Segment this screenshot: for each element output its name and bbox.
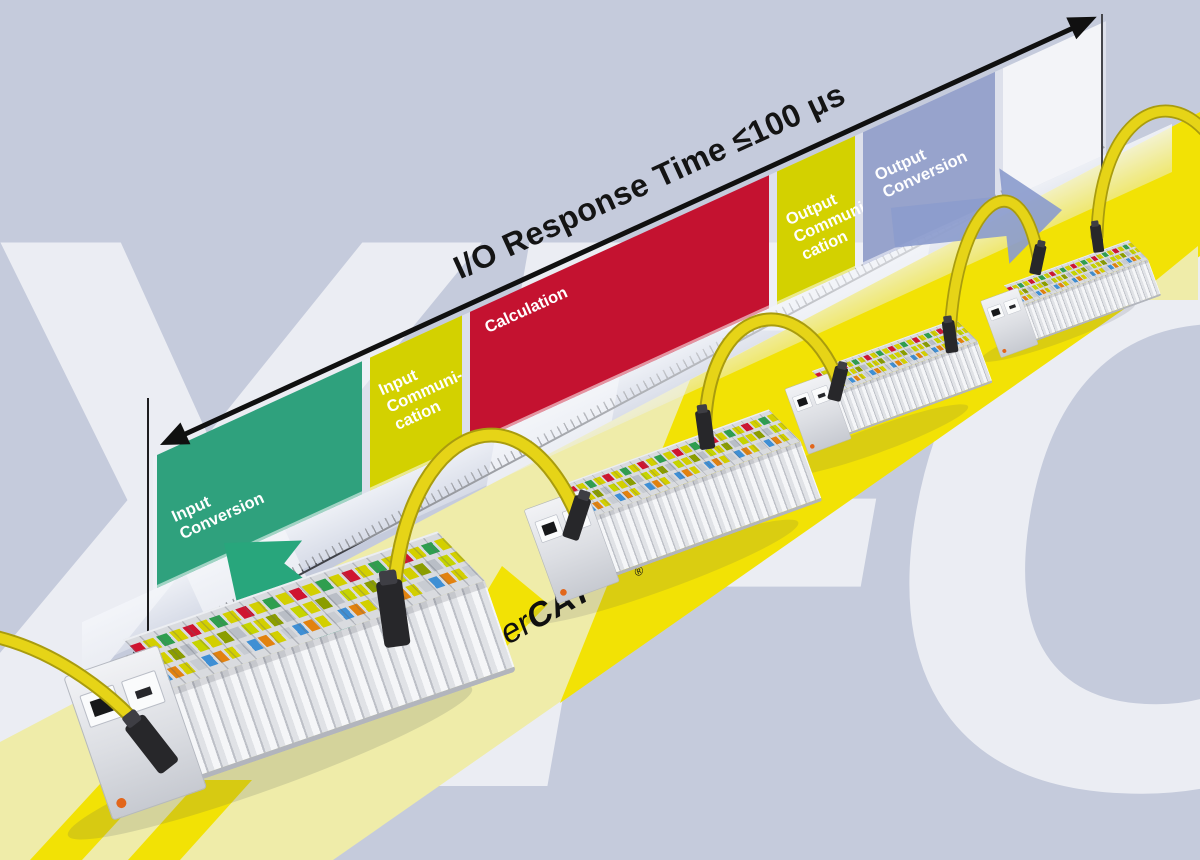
rj45-port <box>561 504 592 534</box>
rj45-port <box>1003 297 1022 316</box>
segment-label: Output Conversion <box>872 145 970 202</box>
rj45-port <box>792 391 813 413</box>
vendor-logo-dot <box>115 796 128 810</box>
rj45-port <box>811 384 832 406</box>
rj45-jack-icon <box>796 396 809 407</box>
rj45-port <box>79 684 125 729</box>
segment-label: Input Conversion <box>169 488 267 543</box>
vendor-logo-dot <box>1001 348 1007 354</box>
rj45-port <box>534 514 565 544</box>
segment-label: Input Communi- cation <box>376 366 466 434</box>
timeline-start-marker <box>147 398 150 650</box>
vendor-logo-dot <box>559 588 568 597</box>
rj45-port <box>986 303 1005 322</box>
timeline-end-marker <box>1101 14 1104 286</box>
vendor-logo-dot <box>809 443 816 450</box>
rj45-jack-icon <box>990 307 1001 317</box>
rj45-jack-icon <box>89 695 114 717</box>
rj45-jack-icon <box>541 521 558 536</box>
rj45-port <box>120 669 166 714</box>
